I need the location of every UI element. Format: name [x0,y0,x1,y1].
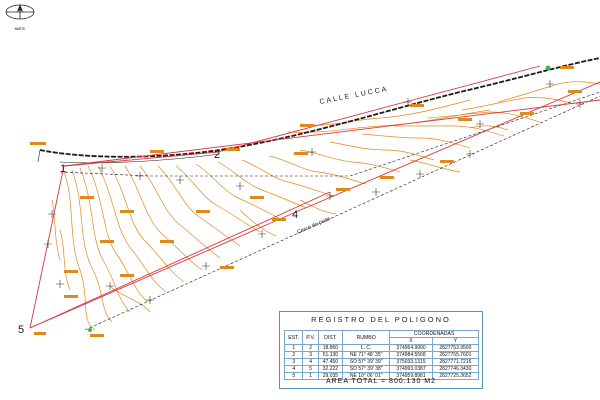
contour-lines [51,81,600,331]
col-est: EST. [283,330,304,345]
col-pv: P.V. [302,330,319,345]
cell-dist: 18.860 [317,344,343,352]
cell-rumbo: L. C. [341,344,391,352]
cell-est: 1 [283,344,304,352]
cell-x: 375033.1315 [389,358,433,366]
table-row: 5 1 29.035 NE 10° 06' 01" 374959.8981 28… [283,372,480,380]
cell-rumbo: SO 57° 39' 38" [341,365,391,373]
cell-pv: 2 [302,344,319,352]
cell-rumbo: NE 10° 06' 01" [341,372,391,380]
cell-rumbo: SO 57° 39' 39" [341,358,391,366]
north-arrow: NORTE [5,4,35,31]
col-dist: DIST. [317,330,343,345]
col-x: X [389,337,433,345]
cell-pv: 1 [302,372,319,380]
vertex-5-label: 5 [18,324,24,336]
street-name: CALLE LUCCA [319,86,389,106]
cell-rumbo: NE 71° 48' 35" [341,351,391,359]
cell-y: 2827771.7216 [431,358,480,366]
survey-stations [44,80,584,304]
cell-y: 2827753.9500 [431,344,480,352]
boundary-polygon [29,65,600,329]
vertex-2-label: 2 [214,149,220,161]
street-edges [37,57,600,164]
benchmark-marker [545,65,551,71]
cell-est: 4 [283,365,304,373]
cell-y: 2827755.7601 [431,351,480,359]
table-row: 3 4 47.450 SO 57° 39' 39" 375033.1315 28… [283,358,480,366]
fence-label: Cerco de puas [296,216,331,236]
cell-y: 2827725.3652 [431,372,480,380]
cell-pv: 4 [302,358,319,366]
table-row: 2 3 51.130 NE 71° 48' 35" 374984.5568 28… [283,351,480,359]
cell-pv: 5 [302,365,319,373]
cell-y: 2827746.3430 [431,365,480,373]
col-y: Y [431,337,480,345]
elevation-labels [30,66,582,337]
cell-dist: 47.450 [317,358,343,366]
cell-est: 3 [283,358,304,366]
fence-line [59,91,600,177]
cell-x: 374993.0387 [389,365,433,373]
cell-est: 2 [283,351,304,359]
col-coordenadas: COORDENADAS [389,330,479,338]
benchmark-marker-2 [88,328,92,332]
vertex-4-label: 4 [292,209,298,221]
cell-dist: 29.035 [317,372,343,380]
polygon-registry-table: REGISTRO DEL POLIGONO EST. P.V. DIST. RU… [279,311,483,389]
table-row: 4 5 32.222 SO 57° 39' 38" 374993.0387 28… [283,365,480,373]
registry-title: REGISTRO DEL POLIGONO [311,315,451,324]
north-label: NORTE [15,27,26,31]
fence-line-2 [84,95,600,331]
registry-grid: EST. P.V. DIST. RUMBO COORDENADAS X Y 1 … [283,330,480,380]
cell-pv: 3 [302,351,319,359]
cell-x: 374984.5568 [389,351,433,359]
area-total: AREA TOTAL = 800.130 M2 [325,378,437,385]
cell-dist: 51.130 [317,351,343,359]
vertex-1-label: 1 [60,163,66,175]
cell-x: 374964.9900 [389,344,433,352]
table-row: 1 2 18.860 L. C. 374964.9900 2827753.950… [283,344,480,352]
col-rumbo: RUMBO [341,330,391,345]
cell-dist: 32.222 [317,365,343,373]
